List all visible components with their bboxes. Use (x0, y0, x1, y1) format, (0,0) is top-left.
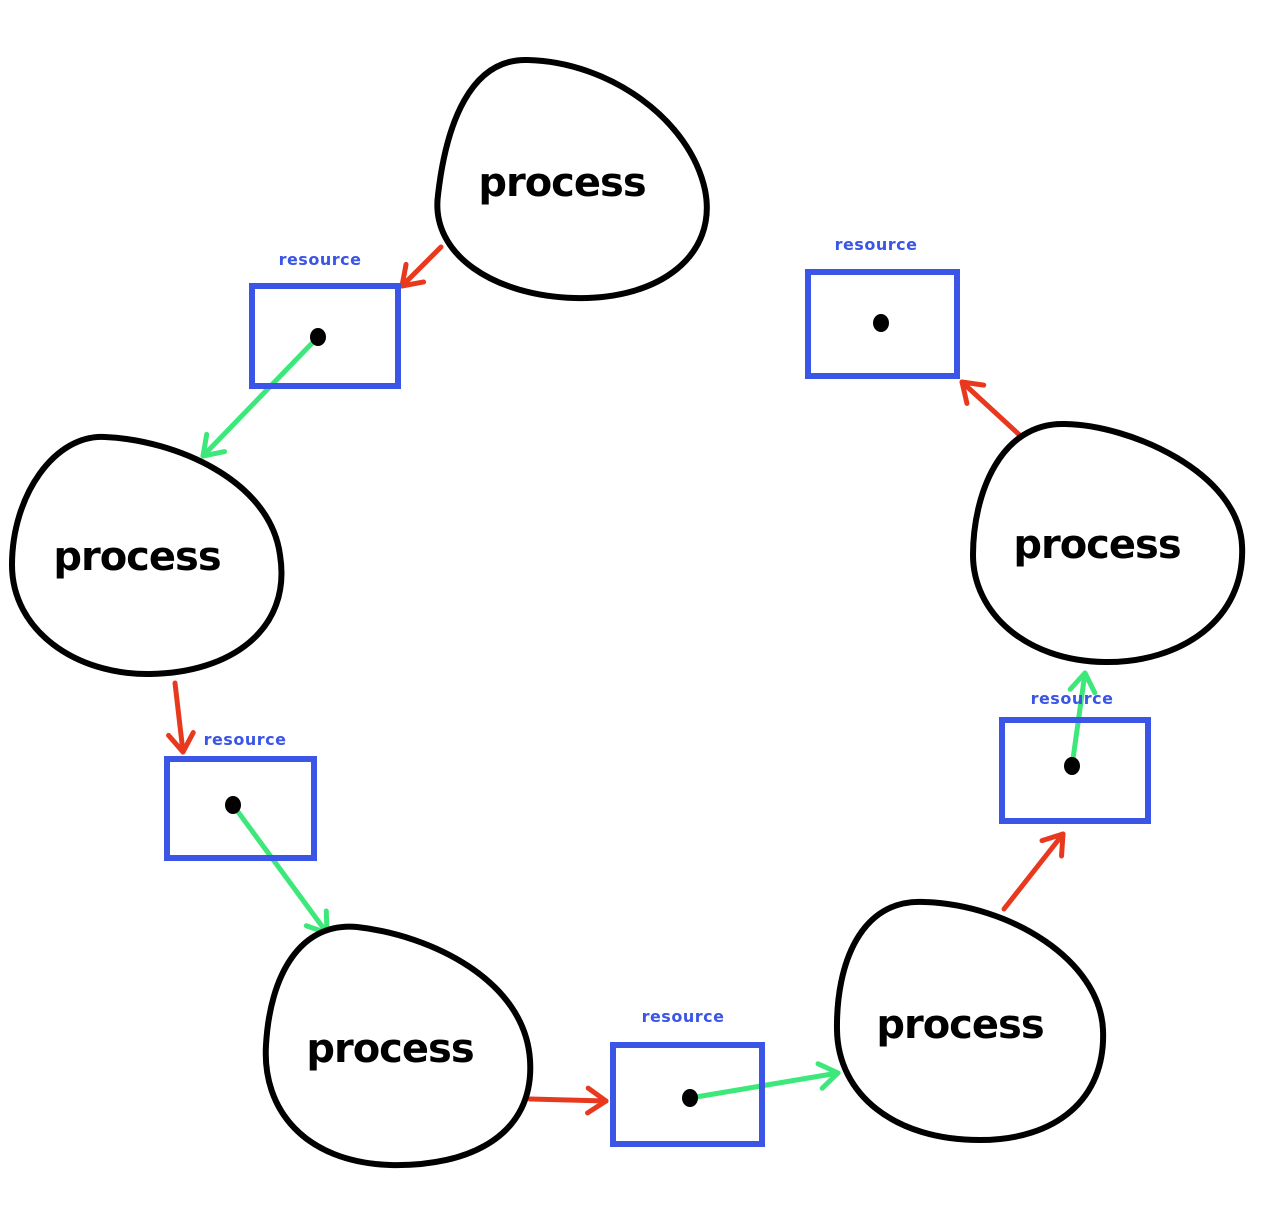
request-edge-p1-r1-arrowhead (399, 261, 427, 289)
process-outline (434, 56, 710, 302)
nodes-layer: process process process process process resou… (9, 56, 1246, 1169)
assignment-edge-r4-p5-arrowhead (1067, 670, 1098, 696)
request-edge-p2-r2-line (172, 680, 186, 755)
request-edge-p1-r1-line (399, 244, 444, 289)
process-node-p3[interactable]: process (262, 923, 534, 1169)
process-outline (262, 923, 534, 1169)
process-node-p2[interactable]: process (9, 433, 285, 678)
process-label: process (876, 1002, 1043, 1048)
request-edge-p4-r4 (1001, 831, 1066, 912)
process-label: process (478, 160, 645, 206)
request-edge-p2-r2-arrowhead (166, 730, 196, 755)
resource-label: resource (835, 235, 918, 254)
resource-instance-dot (225, 796, 241, 814)
resource-label: resource (642, 1007, 725, 1026)
resource-node-r5[interactable]: resource (805, 235, 960, 379)
request-edge-p2-r2 (166, 680, 196, 755)
resource-box (164, 756, 317, 861)
resource-box (610, 1042, 765, 1147)
process-node-p1[interactable]: process (434, 56, 710, 302)
process-outline (833, 898, 1107, 1143)
process-node-p5[interactable]: process (970, 420, 1246, 666)
request-edge-p3-r3 (527, 1085, 609, 1116)
resource-box (805, 269, 960, 379)
process-label: process (53, 534, 220, 580)
process-label: process (306, 1026, 473, 1072)
resource-label: resource (1031, 689, 1114, 708)
assignment-edge-r2-p3-line (230, 802, 330, 936)
resource-node-r2[interactable]: resource (164, 730, 317, 861)
resource-instance-dot (1064, 757, 1080, 775)
process-outline (9, 433, 285, 678)
resource-node-r3[interactable]: resource (610, 1007, 765, 1147)
assignment-edge-r1-p2-line (200, 334, 321, 459)
resource-label: resource (279, 250, 362, 269)
assignment-edge-r1-p2-arrowhead (200, 431, 228, 459)
resource-node-r1[interactable]: resource (249, 250, 401, 389)
request-edge-p4-r4-arrowhead (1039, 831, 1066, 859)
resource-box (999, 717, 1151, 824)
request-edge-p5-r5 (959, 379, 1028, 443)
request-edge-p5-r5-line (959, 379, 1028, 443)
request-edge-p3-r3-arrowhead (585, 1085, 609, 1116)
resource-box (249, 283, 401, 389)
assignment-edge-r1-p2 (200, 334, 321, 459)
request-edge-p4-r4-line (1001, 831, 1066, 912)
process-outline (970, 420, 1246, 666)
request-edge-p5-r5-arrowhead (959, 379, 987, 406)
resource-instance-dot (873, 314, 889, 332)
request-edge-p3-r3-line (527, 1096, 609, 1104)
process-node-p4[interactable]: process (833, 898, 1107, 1143)
resource-instance-dot (682, 1089, 698, 1107)
process-label: process (1013, 522, 1180, 568)
resource-label: resource (204, 730, 287, 749)
request-edge-p1-r1 (399, 244, 444, 289)
resource-node-r4[interactable]: resource (999, 689, 1151, 824)
assignment-edge-r3-p4-arrowhead (815, 1061, 841, 1091)
resource-instance-dot (310, 328, 326, 346)
